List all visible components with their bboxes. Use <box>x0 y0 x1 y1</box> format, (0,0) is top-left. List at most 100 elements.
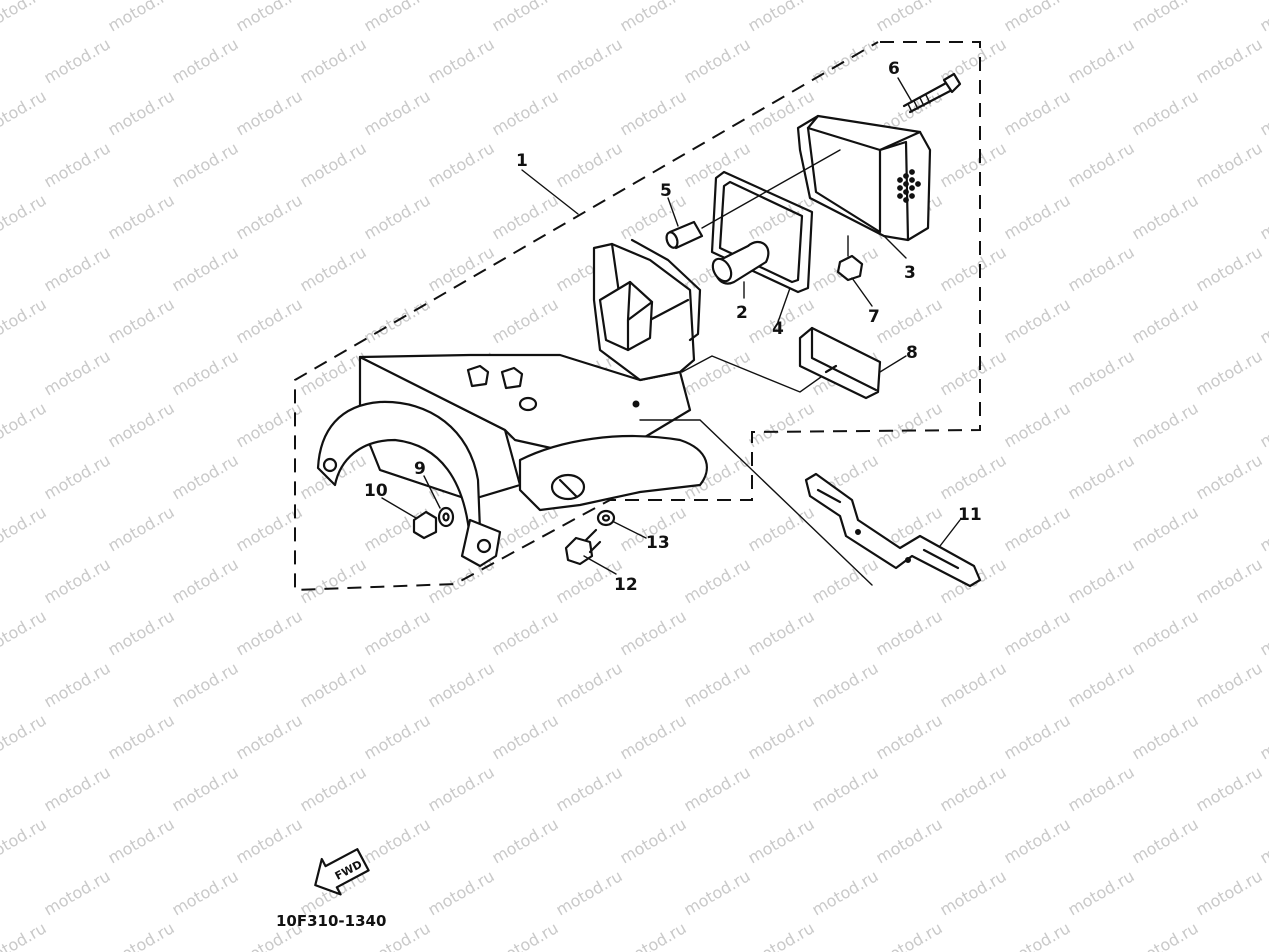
watermark-text: motod.ru <box>0 814 50 867</box>
watermark-text: motod.ru <box>361 814 434 867</box>
watermark-text: motod.ru <box>617 606 690 659</box>
watermark-text: motod.ru <box>553 34 626 87</box>
watermark-text: motod.ru <box>233 294 306 347</box>
watermark-text: motod.ru <box>361 190 434 243</box>
watermark-text: motod.ru <box>1001 710 1074 763</box>
watermark-text: motod.ru <box>425 762 498 815</box>
watermark-text: motod.ru <box>489 190 562 243</box>
watermark-text: motod.ru <box>41 554 114 607</box>
watermark-text: motod.ru <box>169 242 242 295</box>
watermark-text: motod.ru <box>425 138 498 191</box>
callout-5: 5 <box>660 181 672 201</box>
watermark-text: motod.ru <box>425 242 498 295</box>
watermark-text: motod.ru <box>169 658 242 711</box>
watermark-text: motod.ru <box>681 762 754 815</box>
watermark-text: motod.ru <box>1065 34 1138 87</box>
callout-4: 4 <box>772 319 784 339</box>
watermark-text: motod.ru <box>1257 0 1269 35</box>
watermark-text: motod.ru <box>809 34 882 87</box>
watermark-text: motod.ru <box>937 658 1010 711</box>
watermark-text: motod.ru <box>0 294 50 347</box>
watermark-text: motod.ru <box>41 34 114 87</box>
assembly-boundary <box>294 41 981 592</box>
watermark-text: motod.ru <box>1001 86 1074 139</box>
watermark-text: motod.ru <box>1065 762 1138 815</box>
watermark-text: motod.ru <box>1065 866 1138 919</box>
watermark-text: motod.ru <box>1065 658 1138 711</box>
watermark-text: motod.ru <box>489 502 562 555</box>
watermark-text: motod.ru <box>617 0 690 35</box>
watermark-text: motod.ru <box>745 502 818 555</box>
watermark-text: motod.ru <box>425 34 498 87</box>
watermark-text: motod.ru <box>873 0 946 35</box>
watermark-text: motod.ru <box>681 554 754 607</box>
watermark-text: motod.ru <box>809 866 882 919</box>
watermark-text: motod.ru <box>681 658 754 711</box>
watermark-text: motod.ru <box>489 86 562 139</box>
watermark-text: motod.ru <box>41 866 114 919</box>
watermark-text: motod.ru <box>0 86 50 139</box>
watermark-text: motod.ru <box>169 762 242 815</box>
watermark-text: motod.ru <box>1193 450 1266 503</box>
watermark-text: motod.ru <box>745 0 818 35</box>
watermark-text: motod.ru <box>0 0 50 35</box>
watermark-text: motod.ru <box>1193 866 1266 919</box>
watermark-text: motod.ru <box>681 34 754 87</box>
watermark-text: motod.ru <box>361 606 434 659</box>
watermark-text: motod.ru <box>105 710 178 763</box>
watermark-text: motod.ru <box>1257 398 1269 451</box>
watermark-text: motod.ru <box>1193 138 1266 191</box>
watermark-text: motod.ru <box>233 190 306 243</box>
washer-13 <box>596 509 616 527</box>
watermark-text: motod.ru <box>297 242 370 295</box>
watermark-text: motod.ru <box>489 710 562 763</box>
watermark-text: motod.ru <box>0 398 50 451</box>
watermark-text: motod.ru <box>937 138 1010 191</box>
watermark-text: motod.ru <box>297 138 370 191</box>
watermark-text: motod.ru <box>169 554 242 607</box>
watermark-text: motod.ru <box>1001 294 1074 347</box>
watermark-text: motod.ru <box>0 606 50 659</box>
watermark-text: motod.ru <box>745 710 818 763</box>
watermark-text: motod.ru <box>745 918 818 952</box>
watermark-text: motod.ru <box>1065 554 1138 607</box>
watermark-text: motod.ru <box>1257 294 1269 347</box>
plate-bracket <box>804 472 982 588</box>
washer-9 <box>437 506 455 528</box>
watermark-text: motod.ru <box>489 814 562 867</box>
watermark-text: motod.ru <box>553 138 626 191</box>
watermark-text: motod.ru <box>1001 190 1074 243</box>
watermark-text: motod.ru <box>617 710 690 763</box>
watermark-text: motod.ru <box>1257 710 1269 763</box>
watermark-text: motod.ru <box>233 814 306 867</box>
watermark-text: motod.ru <box>681 138 754 191</box>
watermark-text: motod.ru <box>233 710 306 763</box>
watermark-text: motod.ru <box>41 450 114 503</box>
watermark-text: motod.ru <box>1129 86 1202 139</box>
watermark-text: motod.ru <box>105 502 178 555</box>
license-light <box>798 326 882 400</box>
watermark-text: motod.ru <box>873 606 946 659</box>
bulb <box>711 240 770 285</box>
watermark-text: motod.ru <box>937 450 1010 503</box>
watermark-text: motod.ru <box>1129 502 1202 555</box>
watermark-text: motod.ru <box>553 658 626 711</box>
watermark-text: motod.ru <box>1001 814 1074 867</box>
watermark-text: motod.ru <box>425 658 498 711</box>
watermark-text: motod.ru <box>169 138 242 191</box>
lens-housing <box>796 114 932 242</box>
watermark-text: motod.ru <box>105 398 178 451</box>
watermark-text: motod.ru <box>233 606 306 659</box>
watermark-text: motod.ru <box>41 658 114 711</box>
watermark-text: motod.ru <box>425 866 498 919</box>
watermark-text: motod.ru <box>553 762 626 815</box>
watermark-text: motod.ru <box>1193 242 1266 295</box>
watermark-text: motod.ru <box>1129 0 1202 35</box>
watermark-text: motod.ru <box>1065 138 1138 191</box>
watermark-text: motod.ru <box>1001 502 1074 555</box>
watermark-text: motod.ru <box>617 86 690 139</box>
bolt-12 <box>564 528 602 566</box>
watermark-text: motod.ru <box>681 866 754 919</box>
watermark-text: motod.ru <box>873 398 946 451</box>
